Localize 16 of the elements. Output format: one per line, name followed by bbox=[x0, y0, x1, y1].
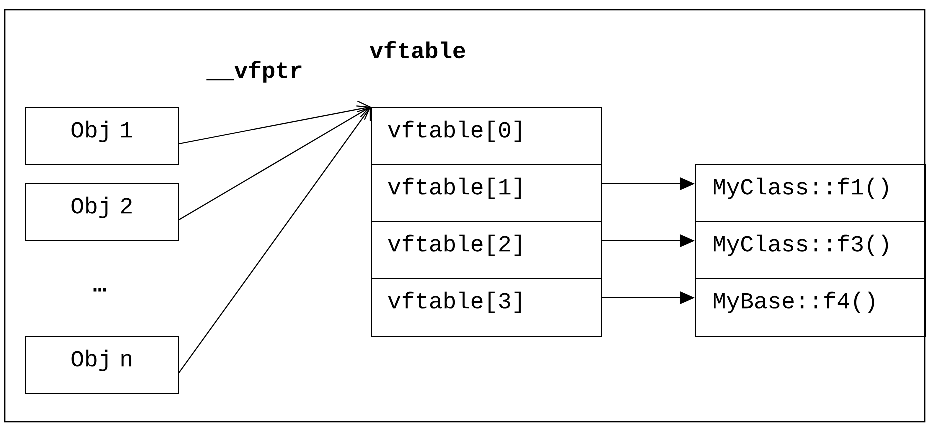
function-box: MyBase::f4() bbox=[695, 278, 926, 338]
section-heading: vftable bbox=[370, 41, 466, 59]
table-cell: vftable[3] bbox=[371, 278, 602, 338]
table-cell: vftable[0] bbox=[371, 107, 602, 166]
arrow bbox=[178, 107, 372, 374]
table-cell: vftable[2] bbox=[371, 221, 602, 280]
ellipsis: … bbox=[94, 288, 106, 292]
function-box: MyClass::f3() bbox=[695, 221, 926, 280]
pointer-label: __vfptr bbox=[206, 61, 302, 83]
table-cell: vftable[1] bbox=[371, 164, 602, 222]
object-box: Obj 2 bbox=[25, 183, 180, 242]
arrow bbox=[179, 100, 371, 145]
function-box: MyClass::f1() bbox=[695, 164, 926, 222]
arrow bbox=[178, 106, 371, 220]
object-box: Obj 1 bbox=[25, 107, 180, 166]
object-box: Obj n bbox=[25, 336, 180, 394]
